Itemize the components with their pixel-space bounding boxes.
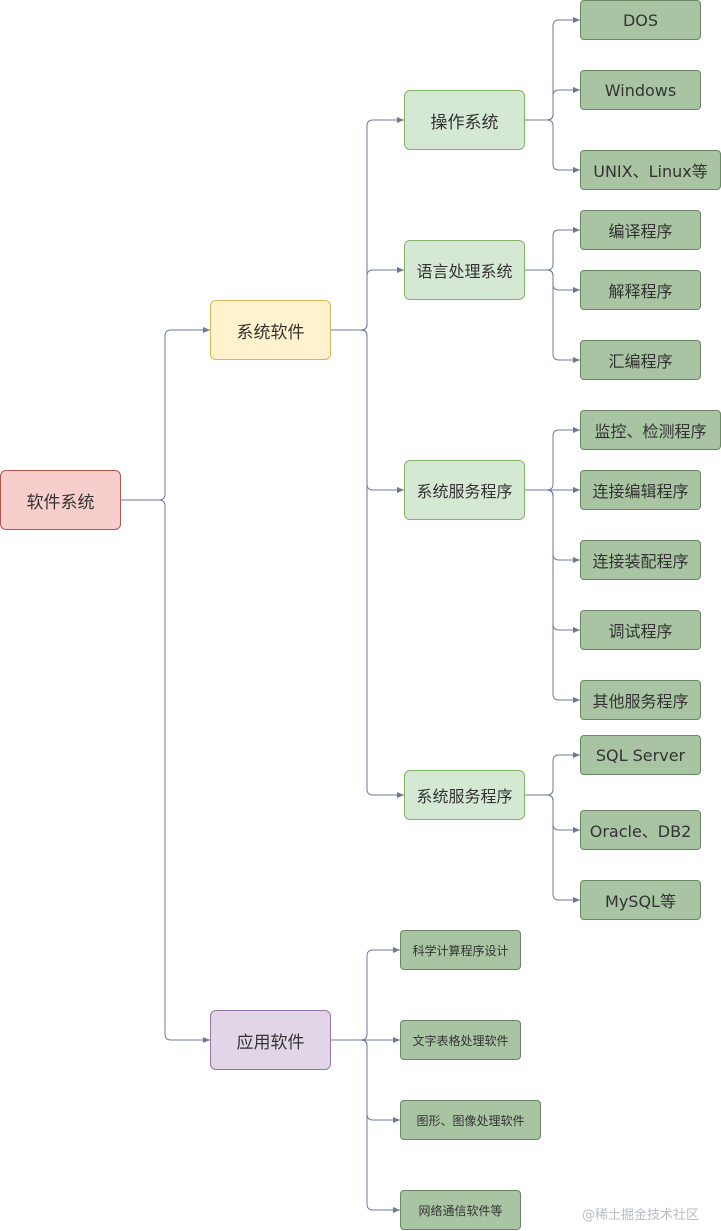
leaf-label: 调试程序 — [608, 622, 673, 641]
edge-db-to-mysql — [525, 794, 580, 903]
edge-root-to-application-software — [121, 499, 210, 1043]
node-system-service-programs: 系统服务程序 — [404, 460, 525, 520]
leaf-graphics-image: 图形、图像处理软件 — [400, 1100, 541, 1140]
node-label: 系统软件 — [236, 322, 305, 343]
leaf-label: 汇编程序 — [608, 352, 673, 371]
edge-lang-to-compiler — [525, 227, 580, 271]
node-operating-system: 操作系统 — [404, 90, 525, 150]
leaf-assembler: 汇编程序 — [580, 340, 701, 380]
leaf-label: SQL Server — [595, 745, 686, 765]
edge-service-to-other — [525, 489, 580, 703]
leaf-label: MySQL等 — [605, 892, 676, 911]
edge-system-to-db — [331, 329, 404, 798]
leaf-text-spreadsheet: 文字表格处理软件 — [400, 1020, 521, 1060]
leaf-windows: Windows — [580, 70, 701, 110]
edge-os-to-unix — [525, 119, 580, 173]
leaf-label: Windows — [604, 80, 677, 100]
leaf-link-editor: 连接编辑程序 — [580, 470, 701, 510]
leaf-label: 网络通信软件等 — [418, 1203, 503, 1218]
edge-lang-to-assembler — [525, 269, 580, 363]
leaf-dos: DOS — [580, 0, 701, 40]
leaf-interpreter: 解释程序 — [580, 270, 701, 310]
edge-db-to-sqlserver — [525, 752, 580, 796]
leaf-label: 连接编辑程序 — [592, 482, 689, 501]
leaf-debugger: 调试程序 — [580, 610, 701, 650]
leaf-label: 连接装配程序 — [592, 552, 689, 571]
node-label: 语言处理系统 — [416, 262, 513, 281]
leaf-monitor-detect: 监控、检测程序 — [580, 410, 721, 450]
leaf-label: DOS — [622, 10, 659, 30]
node-application-software: 应用软件 — [210, 1010, 331, 1070]
edge-os-to-windows — [525, 87, 580, 121]
leaf-compiler: 编译程序 — [580, 210, 701, 250]
edge-app-to-sci — [331, 947, 400, 1041]
leaf-sql-server: SQL Server — [580, 735, 701, 775]
leaf-label: 其他服务程序 — [592, 692, 689, 711]
leaf-label: 文字表格处理软件 — [412, 1033, 509, 1048]
edge-root-to-system-software — [121, 327, 210, 501]
leaf-label: 图形、图像处理软件 — [416, 1113, 525, 1128]
node-system-service-programs-db: 系统服务程序 — [404, 770, 525, 820]
leaf-label: Oracle、DB2 — [589, 822, 692, 841]
node-label: 系统服务程序 — [416, 482, 513, 501]
leaf-mysql: MySQL等 — [580, 880, 701, 920]
node-label: 系统服务程序 — [416, 787, 513, 806]
node-label: 应用软件 — [236, 1032, 305, 1053]
edge-system-to-lang — [331, 267, 404, 331]
watermark: @稀土掘金技术社区 — [582, 1208, 700, 1223]
edge-app-to-graphics — [331, 1039, 400, 1123]
node-system-software: 系统软件 — [210, 300, 331, 360]
leaf-scientific-computing: 科学计算程序设计 — [400, 930, 521, 970]
node-language-processing-system: 语言处理系统 — [404, 240, 525, 300]
leaf-label: 解释程序 — [608, 282, 673, 301]
leaf-oracle-db2: Oracle、DB2 — [580, 810, 701, 850]
node-label: 操作系统 — [430, 112, 499, 133]
leaf-other-services: 其他服务程序 — [580, 680, 701, 720]
leaf-network-communication: 网络通信软件等 — [400, 1190, 521, 1230]
leaf-label: 监控、检测程序 — [594, 422, 707, 441]
leaf-label: 编译程序 — [608, 222, 673, 241]
root-node-software-system: 软件系统 — [0, 470, 121, 530]
leaf-label: 科学计算程序设计 — [412, 943, 509, 958]
leaf-link-loader: 连接装配程序 — [580, 540, 701, 580]
edge-service-to-monitor — [525, 427, 580, 491]
leaf-label: UNIX、Linux等 — [593, 162, 708, 181]
edge-app-to-network — [331, 1039, 400, 1213]
leaf-unix-linux: UNIX、Linux等 — [580, 150, 721, 190]
node-label: 软件系统 — [26, 492, 95, 513]
